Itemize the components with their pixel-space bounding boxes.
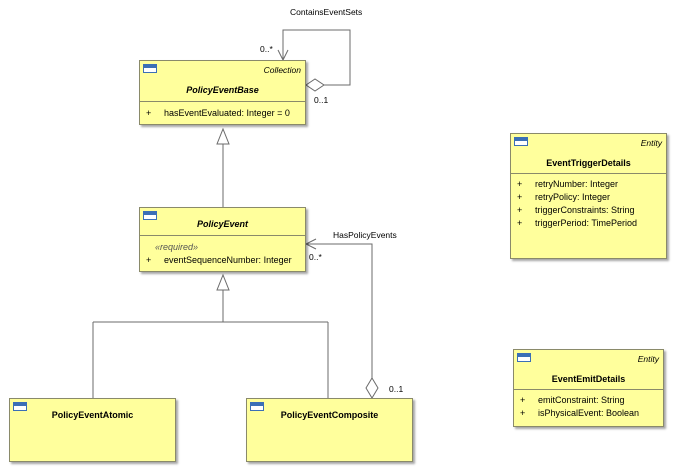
class-name: PolicyEvent [196, 219, 249, 229]
multiplicity-has-source: 0..1 [389, 384, 404, 394]
attribute-text: retryNumber: Integer [535, 179, 619, 189]
class-name: EventTriggerDetails [546, 158, 631, 168]
class-name: PolicyEventBase [186, 85, 259, 95]
class-icon [143, 64, 157, 73]
attribute-row: + retryNumber: Integer [515, 178, 662, 191]
generalization-policyevent-to-base[interactable] [216, 127, 230, 207]
attribute-text: triggerPeriod: TimePeriod [535, 218, 638, 228]
class-event-emit-details[interactable]: Entity EventEmitDetails + emitConstraint… [513, 349, 664, 427]
attribute-row: + emitConstraint: String [518, 394, 659, 407]
compartment-divider [514, 389, 663, 390]
class-name: PolicyEventAtomic [51, 410, 134, 420]
stereotype-label: Entity [640, 138, 662, 148]
attribute-text: emitConstraint: String [538, 395, 625, 405]
association-contains-event-sets[interactable] [277, 29, 351, 92]
association-name-contains-event-sets: ContainsEventSets [290, 7, 363, 17]
visibility-marker: + [146, 255, 152, 265]
association-name-has-policy-events: HasPolicyEvents [333, 230, 397, 240]
class-icon [13, 402, 27, 411]
visibility-marker: + [517, 179, 523, 189]
attribute-row: + eventSequenceNumber: Integer [144, 254, 301, 267]
attribute-text: isPhysicalEvent: Boolean [538, 408, 640, 418]
class-name: PolicyEventComposite [280, 410, 379, 420]
class-icon [250, 402, 264, 411]
visibility-marker: + [517, 218, 523, 228]
attribute-row: + triggerPeriod: TimePeriod [515, 217, 662, 230]
attribute-row: + hasEventEvaluated: Integer = 0 [144, 107, 301, 120]
class-policy-event[interactable]: PolicyEvent «required» + eventSequenceNu… [139, 207, 306, 272]
attribute-text: triggerConstraints: String [535, 205, 635, 215]
attribute-text: retryPolicy: Integer [535, 192, 611, 202]
tagged-value: «required» [155, 242, 199, 252]
visibility-marker: + [520, 395, 526, 405]
visibility-marker: + [520, 408, 526, 418]
stereotype-label: Entity [637, 354, 659, 364]
class-name: EventEmitDetails [551, 374, 626, 384]
attribute-row: + triggerConstraints: String [515, 204, 662, 217]
class-icon [514, 137, 528, 146]
attribute-text: hasEventEvaluated: Integer = 0 [164, 108, 290, 118]
visibility-marker: + [146, 108, 152, 118]
attribute-text: eventSequenceNumber: Integer [164, 255, 292, 265]
class-icon [517, 353, 531, 362]
visibility-marker: + [517, 205, 523, 215]
attribute-row: + retryPolicy: Integer [515, 191, 662, 204]
class-event-trigger-details[interactable]: Entity EventTriggerDetails + retryNumber… [510, 133, 667, 259]
visibility-marker: + [517, 192, 523, 202]
compartment-divider [511, 173, 666, 174]
compartment-divider [140, 235, 305, 236]
attribute-row: + isPhysicalEvent: Boolean [518, 407, 659, 420]
multiplicity-has-target: 0..* [309, 252, 322, 262]
class-policy-event-composite[interactable]: PolicyEventComposite [246, 398, 413, 462]
association-has-policy-events[interactable] [304, 238, 379, 399]
generalization-subclasses-to-policyevent[interactable] [92, 273, 329, 398]
stereotype-label: Collection [263, 65, 301, 75]
multiplicity-contains-source: 0..1 [314, 95, 329, 105]
class-icon [143, 211, 157, 220]
class-policy-event-base[interactable]: Collection PolicyEventBase + hasEventEva… [139, 60, 306, 125]
multiplicity-contains-target: 0..* [260, 44, 273, 54]
compartment-divider [140, 101, 305, 102]
class-policy-event-atomic[interactable]: PolicyEventAtomic [9, 398, 176, 462]
